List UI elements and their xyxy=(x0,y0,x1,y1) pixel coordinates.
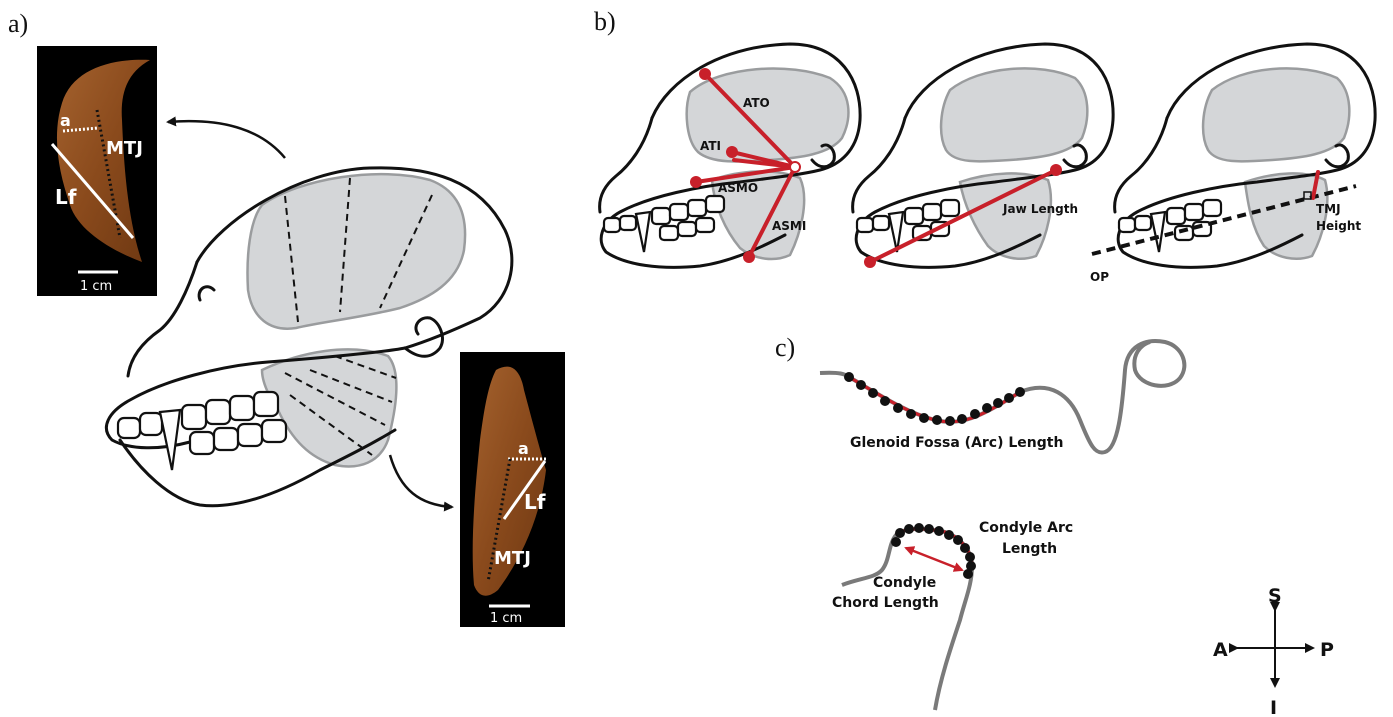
compass-p: P xyxy=(1320,639,1334,661)
label-jaw-length: Jaw Length xyxy=(1002,202,1078,216)
photo-bottom-label-a: a xyxy=(518,439,529,458)
temporalis-area xyxy=(248,174,466,329)
label-op: OP xyxy=(1090,270,1109,284)
label-ati: ATI xyxy=(700,139,721,153)
panel-a-label: a) xyxy=(8,9,28,38)
skull-b1: ATO ATI ASMO ASMI xyxy=(600,44,861,267)
photo-top-label-lf: Lf xyxy=(55,185,77,209)
label-tmj: TMJ xyxy=(1316,202,1341,216)
compass-s: S xyxy=(1268,585,1282,607)
photo-top-label-mtj: MTJ xyxy=(106,138,143,159)
label-condyle-arc-length: Length xyxy=(1002,541,1057,557)
label-asmo: ASMO xyxy=(718,181,758,195)
photo-bottom-label-lf: Lf xyxy=(524,490,546,514)
label-glenoid-fossa: Glenoid Fossa (Arc) Length xyxy=(850,435,1063,451)
masseter-area xyxy=(262,349,396,466)
label-condyle-chord-length: Chord Length xyxy=(832,595,939,611)
panel-c-label: c) xyxy=(775,333,795,362)
label-condyle-arc: Condyle Arc xyxy=(979,520,1073,536)
skull-b3: OP TMJ Height xyxy=(1090,44,1375,284)
photo-masseter: a Lf MTJ 1 cm xyxy=(460,352,565,627)
label-height: Height xyxy=(1316,219,1361,233)
glenoid-fossa-curve: Glenoid Fossa (Arc) Length xyxy=(820,341,1184,452)
compass-i: I xyxy=(1270,697,1277,717)
photo-top-scale: 1 cm xyxy=(80,279,112,294)
label-asmi: ASMI xyxy=(772,219,806,233)
photo-bottom-label-mtj: MTJ xyxy=(494,548,531,569)
compass-a: A xyxy=(1213,639,1228,661)
condyle-curve: Condyle Arc Length Condyle Chord Length xyxy=(832,520,1073,710)
arrow-to-masseter xyxy=(390,455,452,507)
photo-top-label-a: a xyxy=(60,111,71,130)
skull-large xyxy=(106,168,511,506)
arrow-to-temporalis xyxy=(168,121,285,158)
label-ato: ATO xyxy=(743,96,770,110)
photo-bottom-scale: 1 cm xyxy=(490,611,522,626)
orientation-compass: S A P I xyxy=(1213,585,1334,717)
label-condyle-chord: Condyle xyxy=(873,575,936,591)
photo-temporalis: a MTJ Lf 1 cm xyxy=(37,46,157,296)
panel-b-label: b) xyxy=(594,7,616,36)
skull-b2: Jaw Length xyxy=(853,44,1114,268)
